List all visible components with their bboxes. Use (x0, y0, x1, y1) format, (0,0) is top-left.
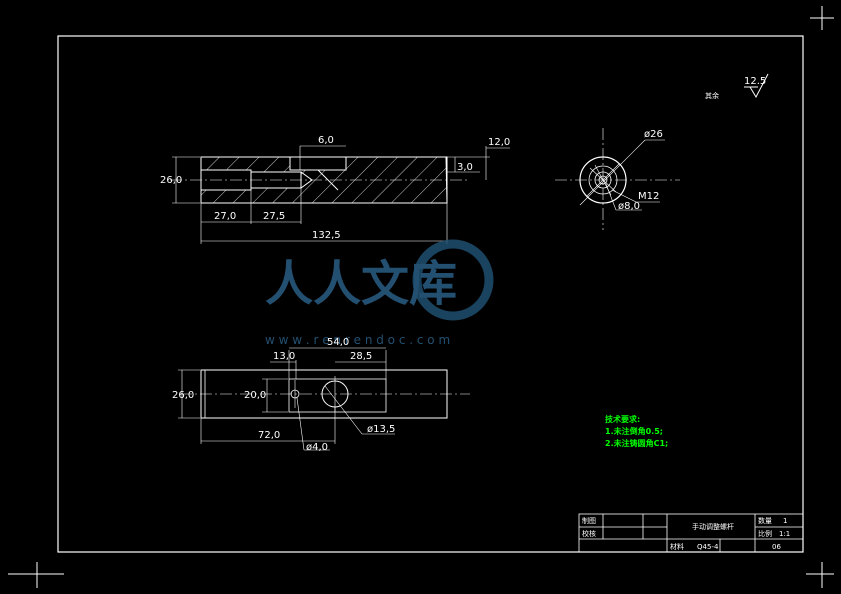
tb-material-value: Q45-4 (697, 543, 719, 551)
title-block (578, 513, 804, 553)
svg-text:人人文库: 人人文库 (265, 256, 457, 312)
dim-top-phi4: ø4,0 (306, 442, 328, 453)
svg-text:其余: 其余 (705, 91, 719, 100)
roughness-symbol: 其余 12.5 (705, 73, 769, 100)
dim-m12: M12 (638, 191, 659, 202)
dim-top-54: 54,0 (327, 337, 349, 348)
top-view: 26,0 20,0 54,0 13,0 28,5 72,0 ø13,5 ø4,0 (172, 337, 470, 453)
dim-3: 3,0 (457, 162, 473, 173)
dim-top-28-5: 28,5 (350, 351, 372, 362)
tb-scale-label: 比例 (758, 529, 772, 538)
tb-check-label: 校核 (582, 529, 596, 538)
svg-text:12.5: 12.5 (744, 76, 766, 87)
tech-requirements: 技术要求: 1.未注倒角0.5; 2.未注铸圆角C1; (605, 414, 668, 448)
svg-text:w w w . r e n r e n d o c . c: w w w . r e n r e n d o c . c o m (265, 333, 450, 347)
tb-qty-value: 1 (783, 517, 787, 525)
tb-scale-value: 1:1 (779, 530, 790, 538)
tech-item-1: 1.未注倒角0.5; (605, 426, 663, 436)
dim-top-72: 72,0 (258, 430, 280, 441)
dim-phi8: ø8,0 (618, 201, 640, 212)
dim-top-13: 13,0 (273, 351, 295, 362)
tb-part-name: 手动调整螺杆 (692, 522, 734, 531)
dim-12: 12,0 (488, 137, 510, 148)
side-section-view: 26,0 6,0 12,0 3,0 27,0 27,5 132,5 (160, 135, 510, 244)
corner-marks (8, 6, 834, 588)
tb-material-label: 材料 (670, 542, 684, 551)
dim-27-5: 27,5 (263, 211, 285, 222)
drawing-frame (57, 35, 804, 553)
dim-27: 27,0 (214, 211, 236, 222)
dim-132-5: 132,5 (312, 230, 341, 241)
tb-qty-label: 数量 (758, 516, 772, 525)
dim-26: 26,0 (160, 175, 182, 186)
tb-draw-label: 制图 (582, 516, 596, 525)
tb-drawing-no: 06 (772, 543, 781, 551)
dim-6: 6,0 (318, 135, 334, 146)
dim-top-26: 26,0 (172, 390, 194, 401)
tech-title: 技术要求: (605, 414, 640, 424)
dim-top-20: 20,0 (244, 390, 266, 401)
end-view: ø26 M12 ø8,0 (555, 128, 680, 230)
dim-top-phi13-5: ø13,5 (367, 424, 395, 435)
tech-item-2: 2.未注铸圆角C1; (605, 438, 668, 448)
watermark: 人人文库 w w w . r e n r e n d o c . c o m (265, 239, 494, 347)
dim-phi26: ø26 (644, 129, 663, 140)
